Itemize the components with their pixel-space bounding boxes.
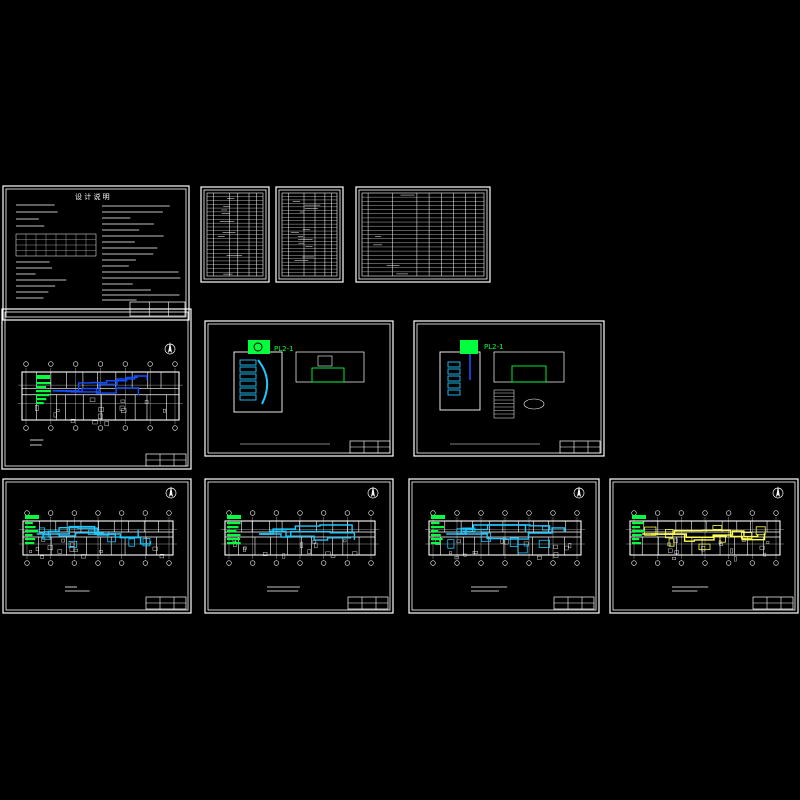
sheet-schedule-3[interactable] <box>355 186 491 283</box>
sheet-schedule-2[interactable] <box>275 186 344 283</box>
sheet-floor-plan-4[interactable] <box>408 478 600 614</box>
legend-swatch <box>227 515 241 519</box>
sheet-schedule-1[interactable] <box>200 186 270 283</box>
sheet-floor-plan-5[interactable] <box>609 478 799 614</box>
legend-swatch <box>36 375 50 379</box>
sheet-floor-plan-2[interactable] <box>2 478 192 614</box>
equipment-tag <box>248 340 270 354</box>
section-label: PL2-1 <box>274 345 294 353</box>
legend-swatch <box>632 515 646 519</box>
legend-swatch <box>25 515 39 519</box>
notes-title: 设 计 说 明 <box>75 193 110 201</box>
equipment-tag <box>460 340 478 354</box>
sheet-design-notes[interactable] <box>2 185 190 321</box>
legend-swatch <box>431 515 445 519</box>
sheet-section-1[interactable]: PL2-1 <box>204 320 394 457</box>
sheet-section-2[interactable]: PL2-1 <box>413 320 605 457</box>
section-label: PL2-1 <box>484 343 504 351</box>
sheet-floor-plan-3[interactable] <box>204 478 394 614</box>
sheet-floor-plan-1[interactable] <box>1 308 192 470</box>
